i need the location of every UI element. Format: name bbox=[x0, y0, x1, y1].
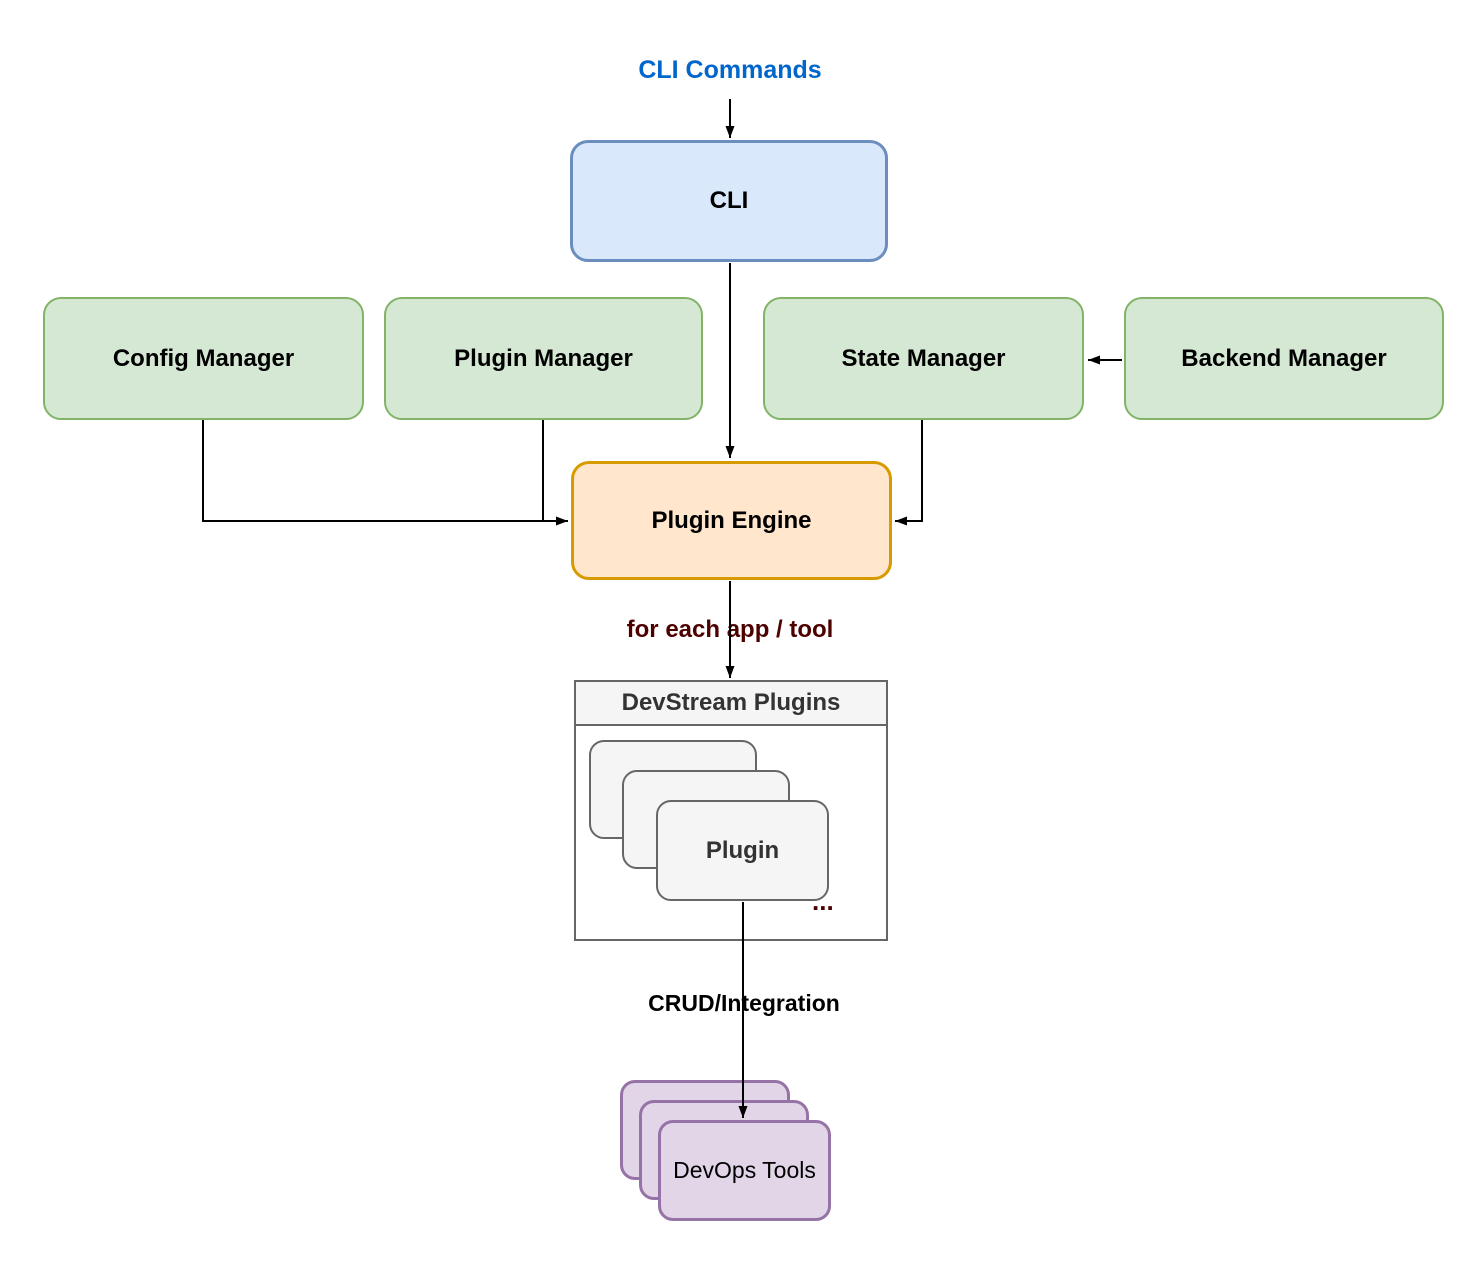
backend-manager-label: Backend Manager bbox=[1181, 344, 1387, 372]
plugin-manager-node: Plugin Manager bbox=[384, 297, 703, 420]
config-manager-label: Config Manager bbox=[112, 344, 295, 372]
plugin-engine-node: Plugin Engine bbox=[571, 461, 892, 580]
cli-node-label: CLI bbox=[709, 187, 749, 214]
devstream-plugins-header: DevStream Plugins bbox=[576, 682, 886, 726]
plugin-card-front: Plugin bbox=[656, 800, 829, 901]
crud-integration-edge-label: CRUD/Integration bbox=[648, 990, 840, 1016]
state-manager-label: State Manager bbox=[841, 344, 1006, 372]
edge-config-manager-to-plugin-engine bbox=[202, 420, 568, 526]
config-manager-node: Config Manager bbox=[43, 297, 364, 420]
devstream-plugins-title: DevStream Plugins bbox=[621, 689, 841, 716]
plugin-card-label: Plugin bbox=[705, 836, 780, 864]
for-each-app-tool-edge-label: for each app / tool bbox=[626, 616, 834, 643]
state-manager-node: State Manager bbox=[763, 297, 1084, 420]
cli-commands-label: CLI Commands bbox=[638, 56, 822, 84]
plugin-manager-label: Plugin Manager bbox=[454, 344, 633, 372]
backend-manager-node: Backend Manager bbox=[1124, 297, 1444, 420]
devops-tools-card-front: DevOps Tools bbox=[658, 1120, 831, 1221]
devstream-plugins-container: DevStream Plugins Plugin ... bbox=[574, 680, 888, 941]
cli-node: CLI bbox=[570, 140, 888, 262]
edge-state-manager-to-plugin-engine bbox=[895, 420, 923, 526]
more-plugins-ellipsis: ... bbox=[812, 886, 834, 916]
plugin-engine-label: Plugin Engine bbox=[651, 506, 812, 534]
devops-tools-label: DevOps Tools bbox=[673, 1157, 816, 1183]
